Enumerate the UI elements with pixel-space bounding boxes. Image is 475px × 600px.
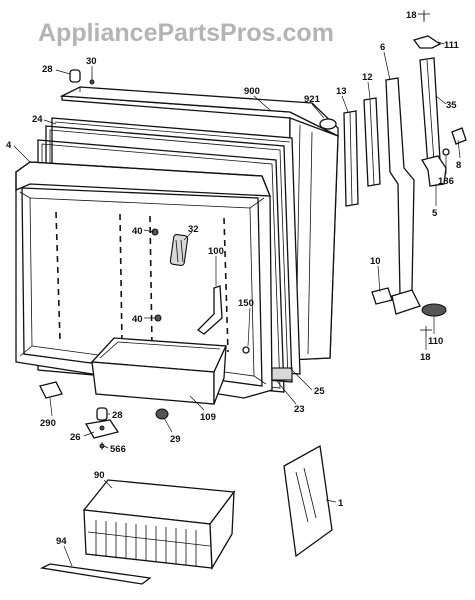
callout-100: 100 — [208, 246, 224, 257]
callout-5: 5 — [432, 208, 438, 219]
callout-23: 23 — [294, 404, 305, 415]
callout-28-bot: 28 — [112, 410, 123, 421]
hinge-and-trim-parts — [343, 10, 467, 338]
callout-18-top: 18 — [406, 10, 417, 21]
callout-12: 12 — [362, 72, 373, 83]
callout-109: 109 — [200, 412, 216, 423]
door-bin — [90, 337, 227, 405]
part-callouts: 18 111 28 30 6 900 921 13 12 35 24 4 8 1… — [6, 10, 461, 547]
callout-24: 24 — [32, 114, 43, 125]
callout-32: 32 — [188, 224, 199, 235]
leader-lines — [13, 14, 461, 567]
callout-35: 35 — [446, 100, 457, 111]
callout-6: 6 — [380, 42, 385, 53]
callout-900: 900 — [244, 86, 260, 97]
callout-110: 110 — [428, 336, 443, 347]
bottom-small-parts — [39, 381, 169, 450]
literature-booklet — [283, 444, 333, 558]
callout-30: 30 — [86, 56, 97, 67]
callout-18-bot: 18 — [420, 352, 431, 363]
callout-921: 921 — [304, 94, 321, 105]
callout-25: 25 — [314, 386, 325, 397]
callout-1: 1 — [338, 498, 344, 509]
wire-basket — [82, 479, 236, 571]
door-liner — [15, 161, 293, 399]
callout-29: 29 — [170, 434, 181, 445]
trim-strip — [39, 563, 152, 585]
callout-94: 94 — [56, 536, 67, 547]
callout-8: 8 — [456, 160, 461, 171]
callout-186: 186 — [438, 176, 454, 187]
screw-and-plug-parts — [69, 69, 337, 130]
watermark-text: AppliancePartsPros.com — [38, 19, 334, 47]
callout-4: 4 — [6, 140, 12, 151]
callout-10: 10 — [370, 256, 381, 267]
callout-40-bot: 40 — [132, 314, 143, 325]
callout-290: 290 — [40, 418, 56, 429]
callout-111: 111 — [444, 40, 460, 51]
callout-28-top: 28 — [42, 64, 53, 75]
callout-150: 150 — [238, 298, 254, 309]
callout-90: 90 — [94, 470, 105, 481]
door-outer-panel — [59, 86, 339, 361]
callout-40-top: 40 — [132, 226, 143, 237]
callout-26: 26 — [70, 432, 81, 443]
callout-13: 13 — [336, 86, 347, 97]
callout-566: 566 — [110, 444, 126, 455]
